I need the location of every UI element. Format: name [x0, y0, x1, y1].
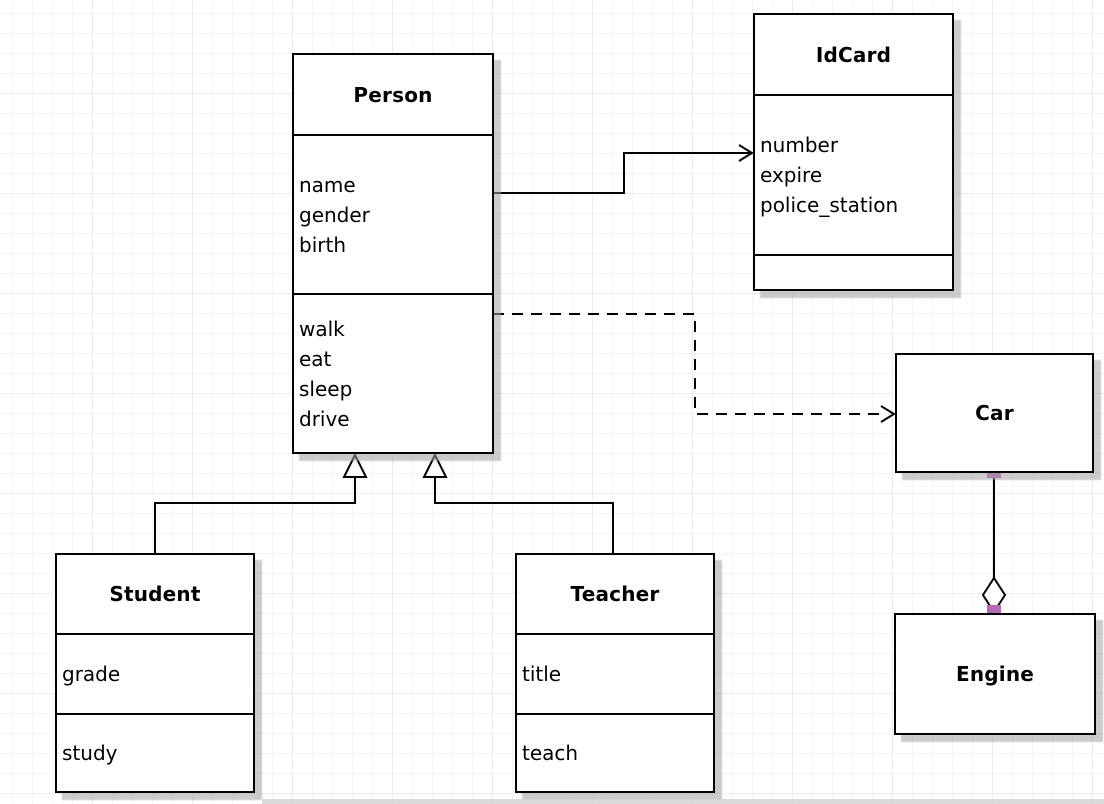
attribute: grade: [62, 662, 121, 686]
edge-person-car[interactable]: [493, 313, 896, 423]
association-line[interactable]: [493, 152, 750, 194]
hollow-triangle-icon: [342, 452, 368, 478]
attribute: birth: [299, 232, 346, 257]
method: eat: [299, 346, 332, 371]
method: walk: [299, 316, 345, 341]
hollow-triangle-icon: [422, 452, 448, 478]
class-student[interactable]: Student grade study: [55, 553, 255, 793]
attributes-compartment: grade: [57, 633, 253, 713]
methods-compartment: walk eat sleep drive: [294, 293, 492, 452]
dependency-line[interactable]: [493, 313, 880, 415]
class-title: Teacher: [570, 582, 660, 606]
method: study: [62, 741, 118, 765]
edge-person-idcard[interactable]: [493, 144, 754, 194]
class-idcard[interactable]: IdCard number expire police_station: [753, 13, 954, 291]
class-title: Student: [109, 582, 201, 606]
attribute: police_station: [760, 193, 899, 217]
class-car[interactable]: Car: [895, 353, 1094, 473]
edge-teacher-person[interactable]: [422, 452, 614, 553]
class-title: Engine: [955, 662, 1035, 686]
attribute: number: [760, 133, 839, 157]
edge-student-person[interactable]: [154, 452, 368, 553]
class-person[interactable]: Person name gender birth walk eat sleep …: [292, 53, 494, 454]
method: sleep: [299, 376, 353, 401]
methods-compartment: [755, 254, 952, 289]
class-title: Car: [975, 401, 1014, 425]
method: teach: [522, 741, 579, 765]
class-teacher[interactable]: Teacher title teach: [515, 553, 715, 793]
class-engine[interactable]: Engine: [894, 613, 1096, 735]
open-arrowhead-icon: [738, 144, 754, 162]
attribute: title: [522, 662, 562, 686]
class-title: IdCard: [815, 42, 892, 67]
methods-compartment: study: [57, 713, 253, 791]
attributes-compartment: number expire police_station: [755, 94, 952, 254]
attribute: gender: [299, 202, 370, 227]
generalization-line[interactable]: [434, 477, 614, 553]
attributes-compartment: name gender birth: [294, 134, 492, 293]
method: drive: [299, 406, 350, 431]
generalization-line[interactable]: [154, 477, 356, 553]
class-title: Person: [353, 82, 433, 107]
attribute: name: [299, 172, 356, 197]
attributes-compartment: title: [517, 633, 713, 713]
open-arrowhead-icon: [880, 405, 896, 423]
edge-car-engine[interactable]: [981, 464, 1007, 619]
page-edge-shadow: [262, 799, 1104, 804]
methods-compartment: teach: [517, 713, 713, 791]
attribute: expire: [760, 163, 823, 187]
